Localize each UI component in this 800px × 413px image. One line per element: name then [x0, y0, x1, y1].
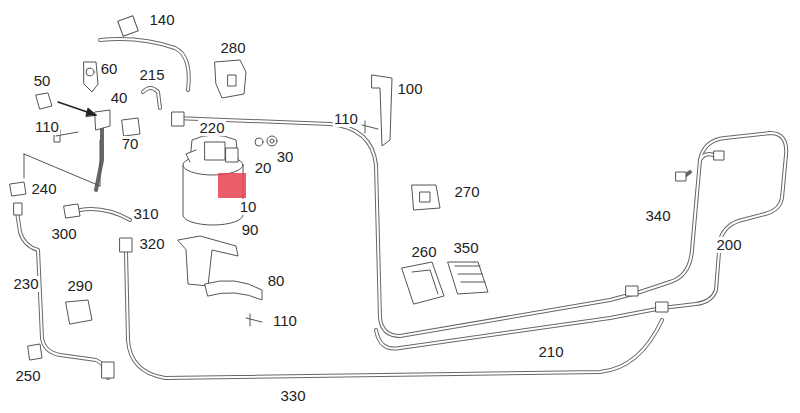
leader-lines — [24, 102, 100, 186]
callout-number: 80 — [267, 273, 286, 289]
callout-number: 320 — [138, 236, 165, 252]
callout-number: 215 — [138, 67, 165, 83]
fuel-filter — [172, 112, 243, 225]
callout-number: 230 — [12, 276, 39, 292]
pipe-connectors — [14, 16, 724, 378]
callout-number: 240 — [30, 181, 57, 197]
highlight-square — [218, 173, 246, 198]
callout-number: 270 — [453, 184, 480, 200]
callout-number: 60 — [100, 61, 119, 77]
callout-number: 350 — [452, 240, 479, 256]
callout-number: 110 — [272, 313, 298, 329]
callout-number: 20 — [254, 160, 273, 176]
callout-number: 30 — [276, 149, 295, 165]
callout-number: 110 — [34, 119, 60, 135]
callout-number: 140 — [148, 12, 175, 28]
callout-number: 330 — [279, 388, 306, 404]
callout-number: 250 — [14, 368, 41, 384]
callout-number: 210 — [537, 344, 564, 360]
callout-number: 300 — [50, 226, 77, 242]
small-parts — [10, 60, 488, 360]
callout-number: 10 — [239, 199, 258, 215]
callout-number: 90 — [241, 222, 260, 238]
callout-number: 290 — [66, 278, 93, 294]
callout-number: 220 — [198, 120, 225, 136]
fuel-pipes — [17, 39, 786, 378]
callout-number: 100 — [396, 81, 423, 97]
callout-number: 200 — [715, 237, 742, 253]
callout-number: 110 — [333, 111, 359, 127]
callout-number: 40 — [110, 90, 129, 106]
callout-number: 50 — [33, 73, 52, 89]
callout-number: 260 — [410, 244, 437, 260]
callout-number: 340 — [644, 208, 671, 224]
callout-number: 280 — [219, 40, 246, 56]
callout-number: 310 — [132, 206, 159, 222]
callout-number: 70 — [121, 136, 140, 152]
